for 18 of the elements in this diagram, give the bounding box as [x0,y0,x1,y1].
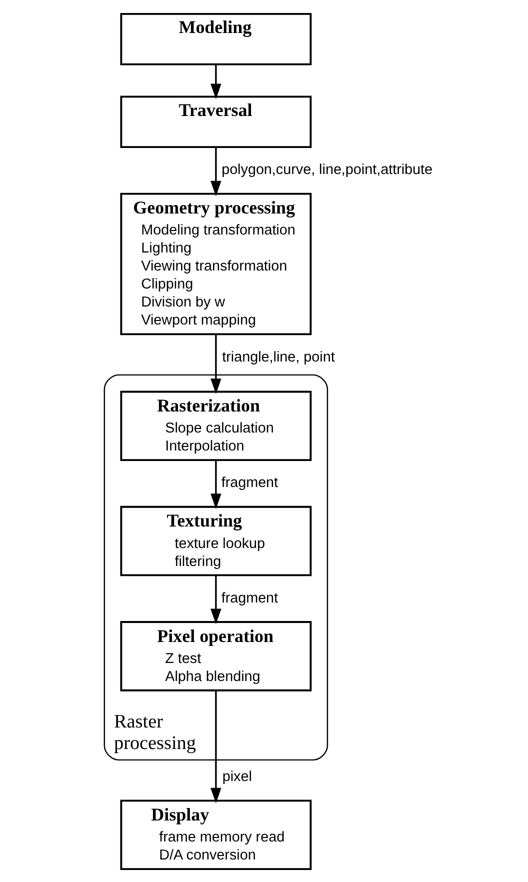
node-box: Rasterization Slope calculation Interpolation [120,390,312,461]
arrow [210,690,221,803]
node-box: Modeling [120,12,312,65]
node-box: Traversal [120,95,312,148]
edge-label: fragment [220,590,278,606]
arrow [210,574,221,624]
node-box: Texturing texture lookup filtering [120,505,312,576]
edge-label: polygon,curve, line,point,attribute [221,162,432,178]
arrow [210,334,221,394]
node-box: Geometry processing Modeling transformation Lighting Viewing transformation Clipping Division by w Viewport mapping [120,192,312,335]
edge-label: pixel [222,768,252,785]
edge-label: triangle,line, point [222,348,334,365]
node-box: Pixel operation Z test Alpha blending [120,620,312,691]
node-box: Display frame memory read D/A conversion [120,799,312,870]
arrow [210,460,221,509]
arrow [210,64,221,99]
arrow [210,146,221,196]
edge-label: fragment [220,474,278,491]
